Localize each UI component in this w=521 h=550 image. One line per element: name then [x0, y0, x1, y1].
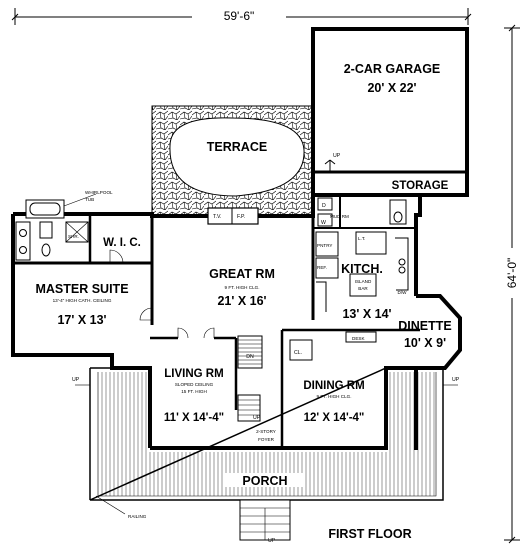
stairs-down-label: DN	[246, 354, 254, 360]
porch-label: PORCH	[242, 474, 287, 488]
garage-up-label: UP	[333, 153, 341, 159]
shower-label: SHR.	[68, 234, 79, 239]
master-suite-name: MASTER SUITE	[35, 282, 128, 296]
foyer-line-1: 2-STORY	[256, 429, 276, 434]
width-dimension: 59'-6"	[11, 6, 472, 25]
dining-room-note: 9 FT. HIGH CLG.	[317, 394, 352, 399]
porch: PORCH UP UP UP RAILING	[72, 355, 460, 544]
living-room-name: LIVING RM	[164, 368, 223, 380]
floor-title: FIRST FLOOR	[328, 527, 411, 541]
garage-size: 20' X 22'	[367, 81, 416, 95]
terrace-label: TERRACE	[207, 140, 267, 154]
lt-label: L.T.	[358, 236, 365, 241]
master-suite-size: 17' X 13'	[57, 313, 106, 327]
storage-label: STORAGE	[392, 180, 449, 192]
terrace: TERRACE	[151, 105, 315, 217]
garage-name: 2-CAR GARAGE	[344, 62, 441, 76]
closet-label: CL.	[294, 350, 302, 356]
porch-left-up-label: UP	[72, 377, 80, 383]
foyer-line-2: FOYER	[258, 437, 275, 442]
master-suite-note: 13'-4" HIGH CATH. CEILING	[53, 298, 112, 303]
master-suite: WHIRLPOOL TUB SHR. W. I. C. MASTER SUITE…	[13, 190, 154, 327]
living-room-note-1: SLOPED CEILING	[175, 382, 214, 387]
pantry-label: PNTRY	[317, 243, 333, 248]
dryer-label: D	[322, 203, 326, 209]
front-rooms: DN UP CL. DESK LIVING RM SLOPED CEILING …	[150, 327, 420, 448]
width-dimension-label: 59'-6"	[224, 9, 255, 23]
porch-steps-up-label: UP	[268, 538, 276, 544]
great-room-note: 9 FT. HIGH CLG.	[225, 285, 260, 290]
stairs: DN UP	[237, 335, 263, 422]
tv-label: T.V.	[213, 214, 221, 220]
railing-label: RAILING	[128, 514, 147, 519]
great-room: T.V. F.P. GREAT RM 9 FT. HIGH CLG. 21' X…	[207, 207, 275, 308]
kitchen-size: 13' X 14'	[342, 307, 391, 321]
depth-dimension-label: 64'-0"	[505, 258, 519, 289]
desk-label: DESK	[352, 336, 365, 341]
dinette-size: 10' X 9'	[404, 336, 446, 350]
dining-room-size: 12' X 14'-4"	[304, 412, 365, 424]
depth-dimension: 64'-0"	[503, 24, 521, 544]
fireplace-label: F.P.	[237, 214, 245, 220]
island-label-1: ISLAND	[355, 279, 372, 284]
whirlpool-label: WHIRLPOOL	[85, 190, 113, 195]
dining-room-name: DINING RM	[303, 380, 364, 392]
dishwasher-label: D/W	[398, 290, 408, 295]
great-room-name: GREAT RM	[209, 267, 275, 281]
great-room-size: 21' X 16'	[217, 294, 266, 308]
kitchen-area: D W MUD RM L.T. PNTRY REF. D/W ISLAND BA…	[311, 195, 452, 350]
island-label-2: BAR	[358, 286, 368, 291]
kitchen-name: KITCH.	[341, 262, 383, 276]
mudroom-label: MUD RM	[330, 214, 349, 219]
garage: UP 2-CAR GARAGE 20' X 22' STORAGE	[311, 27, 469, 197]
stairs-up-label: UP	[253, 415, 261, 421]
tub-label: TUB	[85, 197, 94, 202]
porch-right-up-label: UP	[452, 377, 460, 383]
fridge-label: REF.	[317, 265, 327, 270]
wic-label: W. I. C.	[103, 237, 141, 249]
washer-label: W	[321, 220, 326, 226]
living-room-note-2: 15 FT. HIGH	[181, 389, 207, 394]
living-room-size: 11' X 14'-4"	[164, 412, 224, 424]
